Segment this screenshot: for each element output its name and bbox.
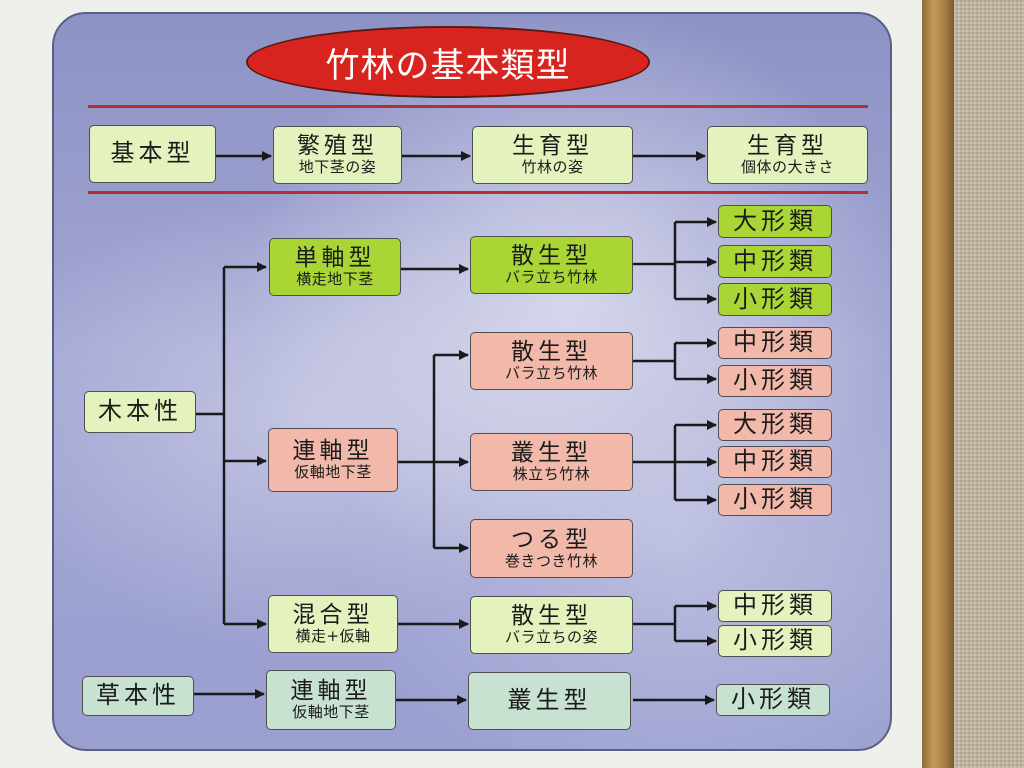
growth-size-note: 個体の大きさ — [740, 158, 834, 177]
size-label: 中形類 — [733, 447, 817, 476]
herbaceous-box: 草本性 — [82, 676, 194, 716]
monopodial-growth-box: 散生型 バラ立ち竹林 — [470, 236, 633, 294]
size-label: 中形類 — [733, 328, 817, 357]
size-label: 小形類 — [733, 366, 817, 395]
sympodial-clumped-box: 叢生型 株立ち竹林 — [470, 433, 633, 491]
wood-frame — [922, 0, 954, 768]
woody-label: 木本性 — [98, 397, 182, 426]
size-label: 小形類 — [733, 626, 817, 655]
herbaceous-type-label: 連軸型 — [290, 678, 372, 705]
herbaceous-type-box: 連軸型 仮軸地下茎 — [266, 670, 396, 730]
monopodial-growth-label: 散生型 — [511, 243, 592, 270]
divider-top — [88, 105, 868, 108]
size-box: 中形類 — [718, 590, 832, 622]
mixed-growth-box: 散生型 バラ立ちの姿 — [470, 596, 633, 654]
size-box: 小形類 — [718, 283, 832, 316]
size-box: 小形類 — [718, 625, 832, 657]
size-label: 大形類 — [733, 410, 817, 439]
size-box: 大形類 — [718, 409, 832, 441]
growth-form-box: 生育型 竹林の姿 — [472, 126, 633, 184]
size-label: 大形類 — [733, 206, 817, 235]
herbaceous-growth-box: 叢生型 — [468, 672, 631, 730]
divider-bottom — [88, 191, 868, 194]
size-box: 小形類 — [718, 484, 832, 516]
reproduction-type-box: 繁殖型 地下茎の姿 — [273, 126, 402, 184]
herbaceous-label: 草本性 — [96, 681, 180, 710]
sympodial-vine-note: 巻きつき竹林 — [504, 551, 598, 570]
size-box: 大形類 — [718, 205, 832, 238]
size-label: 中形類 — [733, 591, 817, 620]
mixed-growth-label: 散生型 — [511, 603, 592, 630]
monopodial-growth-note: バラ立ち竹林 — [504, 268, 598, 287]
monopodial-type-label: 単軸型 — [294, 245, 376, 272]
growth-size-label: 生育型 — [747, 133, 828, 160]
growth-size-box: 生育型 個体の大きさ — [707, 126, 868, 184]
size-box: 小形類 — [718, 365, 832, 397]
diagram-title: 竹林の基本類型 — [246, 26, 650, 98]
growth-form-label: 生育型 — [512, 133, 593, 160]
wall-background — [954, 0, 1024, 768]
size-box: 中形類 — [718, 327, 832, 359]
herbaceous-type-note: 仮軸地下茎 — [292, 703, 370, 722]
woody-box: 木本性 — [84, 391, 196, 433]
mixed-growth-note: バラ立ちの姿 — [504, 628, 598, 647]
sympodial-clumped-note: 株立ち竹林 — [512, 465, 591, 484]
monopodial-type-box: 単軸型 横走地下茎 — [269, 238, 401, 296]
mixed-type-note: 横走+仮軸 — [295, 627, 371, 646]
sympodial-type-label: 連軸型 — [292, 438, 374, 465]
sympodial-scattered-note: バラ立ち竹林 — [504, 364, 598, 383]
basic-type-box: 基本型 — [89, 125, 216, 183]
reproduction-type-label: 繁殖型 — [297, 133, 378, 160]
sympodial-scattered-box: 散生型 バラ立ち竹林 — [470, 332, 633, 390]
basic-type-label: 基本型 — [110, 139, 195, 168]
herbaceous-size-label: 小形類 — [731, 685, 815, 714]
size-box: 中形類 — [718, 446, 832, 478]
sympodial-vine-box: つる型 巻きつき竹林 — [470, 519, 633, 578]
sympodial-vine-label: つる型 — [511, 526, 592, 553]
sympodial-clumped-label: 叢生型 — [511, 440, 592, 467]
size-box: 中形類 — [718, 245, 832, 278]
mixed-type-label: 混合型 — [292, 602, 374, 629]
herbaceous-size-box: 小形類 — [716, 684, 830, 716]
mixed-type-box: 混合型 横走+仮軸 — [268, 595, 398, 653]
size-label: 小形類 — [733, 284, 817, 313]
size-label: 中形類 — [733, 246, 817, 275]
herbaceous-growth-label: 叢生型 — [507, 686, 592, 715]
sympodial-type-box: 連軸型 仮軸地下茎 — [268, 428, 398, 492]
reproduction-type-note: 地下茎の姿 — [298, 158, 377, 177]
growth-form-note: 竹林の姿 — [521, 158, 584, 177]
sympodial-type-note: 仮軸地下茎 — [294, 463, 372, 482]
sympodial-scattered-label: 散生型 — [511, 339, 592, 366]
size-label: 小形類 — [733, 485, 817, 514]
monopodial-type-note: 横走地下茎 — [296, 270, 374, 289]
